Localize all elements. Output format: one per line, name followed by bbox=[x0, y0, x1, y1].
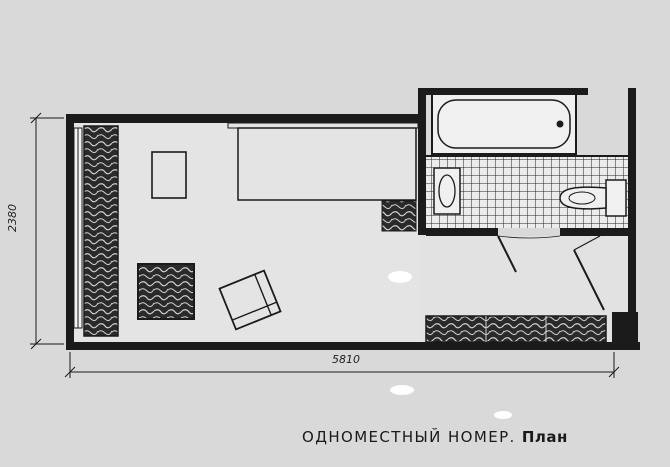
height-dimension-label: 2380 bbox=[6, 204, 19, 232]
walls bbox=[66, 88, 640, 350]
plan-caption: ОДНОМЕСТНЫЙ НОМЕР. План bbox=[302, 428, 568, 446]
caption-title: ОДНОМЕСТНЫЙ НОМЕР. bbox=[302, 428, 516, 446]
glare-spot bbox=[390, 385, 414, 395]
room-floor bbox=[72, 122, 422, 344]
glare-spot bbox=[494, 411, 512, 419]
nightstand bbox=[381, 200, 417, 232]
table-icon bbox=[151, 151, 187, 199]
wardrobe bbox=[425, 315, 607, 343]
window bbox=[73, 127, 83, 329]
bathroom-door bbox=[497, 235, 561, 273]
wood-panel bbox=[83, 125, 119, 337]
height-dimension-line bbox=[30, 112, 64, 350]
caption-subtitle: План bbox=[521, 428, 568, 446]
glare-spot bbox=[388, 271, 412, 283]
width-dimension-label: 5810 bbox=[332, 353, 360, 366]
bathtub-icon bbox=[431, 93, 577, 155]
width-dimension-line bbox=[64, 352, 620, 378]
toilet-icon bbox=[559, 179, 627, 217]
chair-icon bbox=[218, 269, 282, 331]
shelf bbox=[227, 122, 419, 129]
sink-icon bbox=[433, 167, 461, 215]
coffee-table bbox=[137, 263, 195, 320]
entrance-door bbox=[573, 235, 605, 311]
